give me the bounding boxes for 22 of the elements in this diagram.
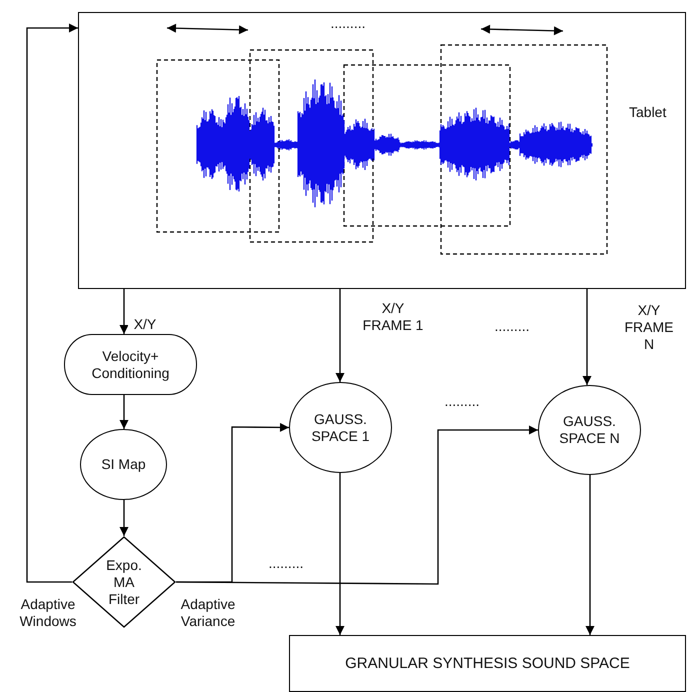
arrow (582, 289, 592, 385)
node-label: SI Map (101, 456, 146, 473)
node-label: Velocity+ Conditioning (90, 348, 170, 382)
arrow (586, 475, 594, 635)
process-circle (289, 382, 392, 473)
process-box (64, 334, 197, 395)
arrow (120, 289, 128, 334)
arrow (176, 426, 538, 585)
process-circle (538, 385, 641, 475)
node-label: Tablet (629, 104, 666, 121)
node-label: GAUSS. SPACE N (558, 413, 621, 447)
arrow (26, 24, 78, 583)
node-label: GRANULAR SYNTHESIS SOUND SPACE (345, 655, 630, 672)
node-label: GAUSS. SPACE 1 (310, 410, 371, 444)
process-ellipse (80, 429, 167, 500)
tablet-panel (78, 12, 686, 289)
output-box (289, 635, 686, 692)
arrow (120, 395, 128, 429)
arrow (336, 289, 344, 382)
node-label: Expo. MA Filter (105, 556, 143, 608)
arrow (120, 500, 128, 536)
arrow (336, 473, 344, 635)
